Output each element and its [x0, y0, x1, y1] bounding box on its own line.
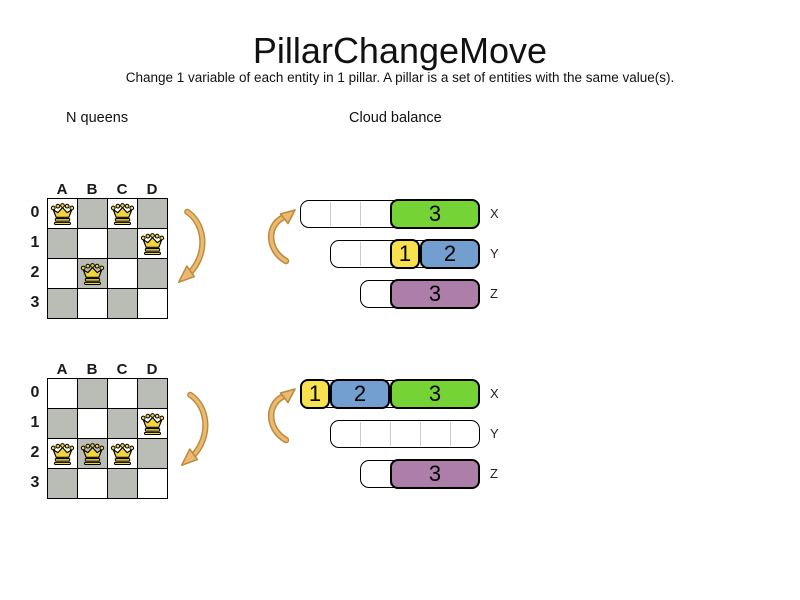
board-cell [78, 439, 107, 468]
column-label: D [146, 361, 158, 378]
process-block: 3 [390, 459, 480, 489]
board-cell [108, 379, 137, 408]
column-label: B [86, 361, 98, 378]
process-block: 1 [390, 239, 420, 269]
bar-label: X [490, 386, 499, 401]
bar-label: Y [490, 426, 499, 441]
board-cell [78, 409, 107, 438]
row-label: 0 [30, 204, 40, 221]
capacity-unit-divider [360, 422, 361, 446]
board-cell [108, 289, 137, 318]
board-cell [108, 229, 137, 258]
board-column-labels: A B C D [47, 361, 167, 378]
board-cell [108, 439, 137, 468]
process-block: 1 [300, 379, 330, 409]
board-cell [48, 229, 77, 258]
board-cell [48, 379, 77, 408]
board-cell [138, 469, 167, 498]
bar-label: X [490, 206, 499, 221]
board-cell [48, 289, 77, 318]
bar-label: Y [490, 246, 499, 261]
board-cell [78, 469, 107, 498]
queen-icon [140, 413, 165, 436]
board-cell [138, 199, 167, 228]
column-label: A [56, 181, 68, 198]
capacity-unit-divider [390, 422, 391, 446]
column-label: B [86, 181, 98, 198]
computer-capacity-track [330, 420, 480, 448]
queen-icon [80, 443, 105, 466]
process-block: 3 [390, 379, 480, 409]
pillar-move-down-arrow-icon [177, 208, 206, 284]
column-label: C [116, 181, 128, 198]
board-cell [138, 289, 167, 318]
section-label-nqueens: N queens [66, 110, 129, 126]
row-label: 1 [30, 414, 40, 431]
board-cell [78, 289, 107, 318]
pillar-move-down-arrow-icon [180, 391, 209, 467]
section-label-cloud-balance: Cloud balance [349, 110, 442, 126]
board-grid [47, 378, 168, 499]
row-label: 3 [30, 474, 40, 491]
queen-icon [50, 443, 75, 466]
bar-label: Z [490, 466, 498, 481]
capacity-unit-divider [450, 422, 451, 446]
board-cell [78, 229, 107, 258]
page-title: PillarChangeMove [252, 30, 548, 71]
board-cell [78, 199, 107, 228]
board-cell [138, 409, 167, 438]
page-subtitle: Change 1 variable of each entity in 1 pi… [125, 70, 675, 85]
board-cell [108, 259, 137, 288]
board-cell [48, 259, 77, 288]
column-label: C [116, 361, 128, 378]
capacity-unit-divider [360, 242, 361, 266]
row-label: 3 [30, 294, 40, 311]
process-block: 2 [330, 379, 390, 409]
column-label: A [56, 361, 68, 378]
row-label: 0 [30, 384, 40, 401]
queen-icon [140, 233, 165, 256]
pillar-move-up-arrow-icon [268, 209, 296, 265]
board-cell [138, 379, 167, 408]
board-cell [138, 229, 167, 258]
board-cell [48, 439, 77, 468]
bar-label: Z [490, 286, 498, 301]
queen-icon [80, 263, 105, 286]
queen-icon [110, 203, 135, 226]
process-block: 3 [390, 199, 480, 229]
board-cell [78, 259, 107, 288]
board-cell [78, 379, 107, 408]
board-row-labels: 0 1 2 3 [27, 198, 43, 318]
board-cell [48, 409, 77, 438]
process-block: 3 [390, 279, 480, 309]
board-cell [138, 439, 167, 468]
board-cell [48, 199, 77, 228]
board-grid [47, 198, 168, 319]
capacity-unit-divider [330, 202, 331, 226]
row-label: 2 [30, 264, 40, 281]
column-label: D [146, 181, 158, 198]
pillar-move-up-arrow-icon [268, 388, 296, 444]
board-cell [138, 259, 167, 288]
cloud-bar-y: Y [300, 420, 600, 450]
queen-icon [110, 443, 135, 466]
process-block: 2 [420, 239, 480, 269]
capacity-unit-divider [360, 202, 361, 226]
board-cell [108, 409, 137, 438]
board-cell [48, 469, 77, 498]
queen-icon [50, 203, 75, 226]
board-cell [108, 199, 137, 228]
row-label: 2 [30, 444, 40, 461]
board-cell [108, 469, 137, 498]
board-column-labels: A B C D [47, 181, 167, 198]
row-label: 1 [30, 234, 40, 251]
board-row-labels: 0 1 2 3 [27, 378, 43, 498]
capacity-unit-divider [420, 422, 421, 446]
